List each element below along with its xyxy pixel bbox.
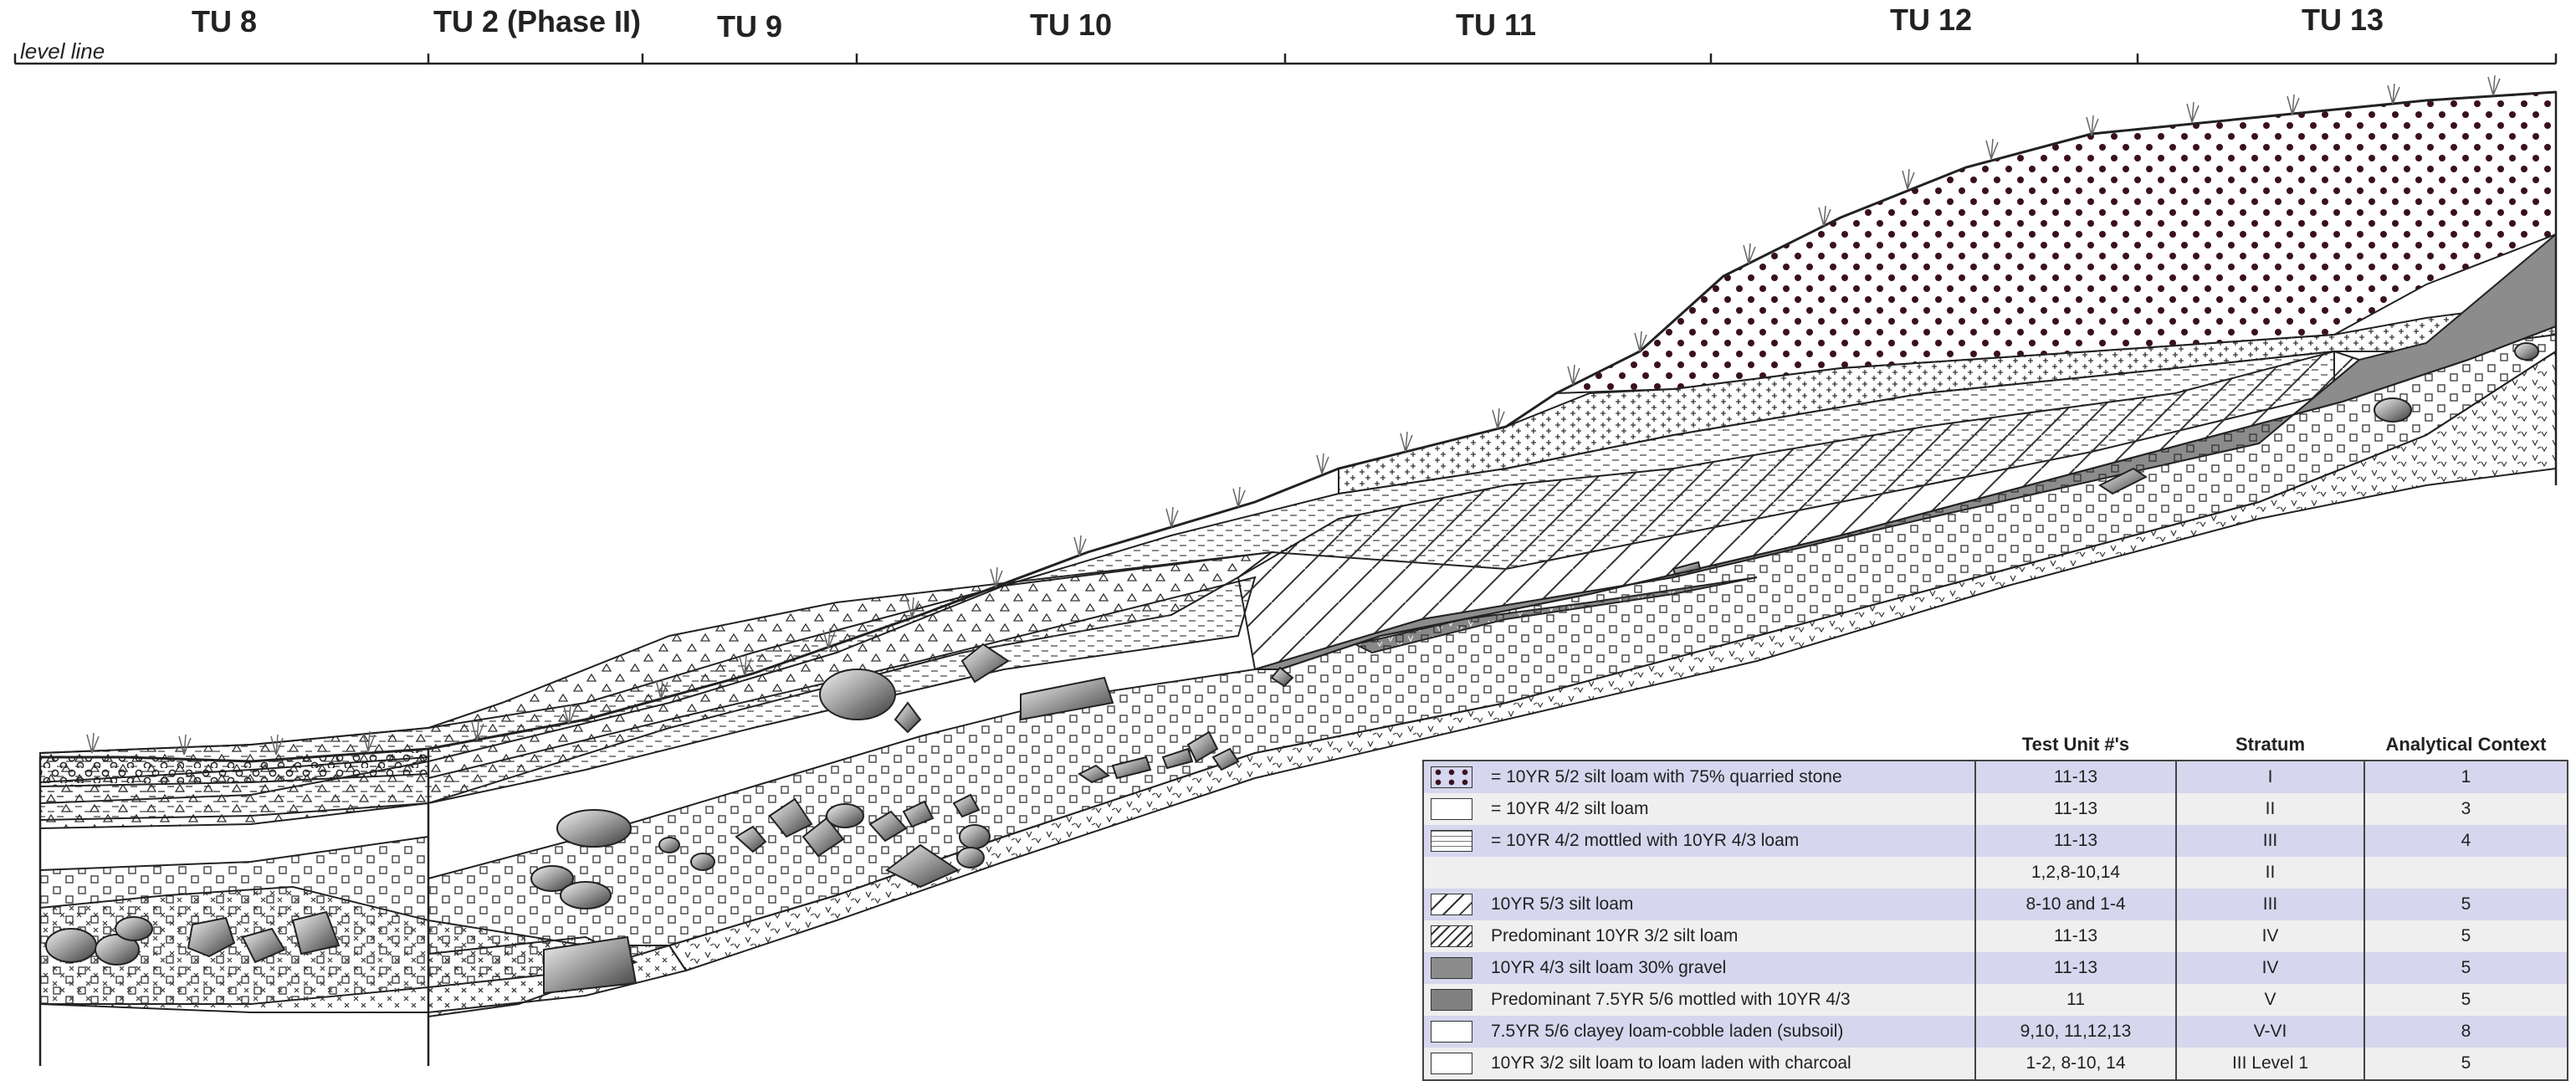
legend-description: Predominant 7.5YR 5/6 mottled with 10YR … — [1491, 990, 1851, 1009]
tu-label: TU 11 — [1456, 8, 1536, 42]
legend-stratum-cell: V-VI — [2176, 1016, 2365, 1048]
legend-description-cell: 10YR 5/3 silt loam — [1423, 889, 1976, 920]
legend-description-cell: = 10YR 5/2 silt loam with 75% quarried s… — [1423, 761, 1976, 793]
legend-units-cell: 11-13 — [1975, 793, 2177, 825]
tu-label: TU 10 — [1030, 8, 1112, 42]
legend-description-cell: Predominant 10YR 3/2 silt loam — [1423, 920, 1976, 952]
legend-context-cell: 4 — [2364, 825, 2568, 857]
legend-description: 10YR 5/3 silt loam — [1491, 894, 1634, 914]
legend-context-cell: 3 — [2364, 793, 2568, 825]
legend-units-cell: 11-13 — [1975, 761, 2177, 793]
legend-description-cell: = 10YR 4/2 mottled with 10YR 4/3 loam — [1423, 825, 1976, 857]
legend-row: = 10YR 5/2 silt loam with 75% quarried s… — [1423, 761, 2568, 793]
legend-description-cell: Predominant 7.5YR 5/6 mottled with 10YR … — [1423, 984, 1976, 1016]
legend-stratum-cell: IV — [2176, 920, 2365, 952]
legend-context-cell: 1 — [2364, 761, 2568, 793]
legend-description: 10YR 3/2 silt loam to loam laden with ch… — [1491, 1053, 1851, 1073]
dash-icon — [1431, 830, 1472, 852]
gray-fill-icon — [1431, 957, 1472, 979]
legend-stratum-cell: III — [2176, 889, 2365, 920]
legend-units-cell: 11-13 — [1975, 920, 2177, 952]
legend-stratum-cell: III Level 1 — [2176, 1048, 2365, 1080]
legend-context-cell: 8 — [2364, 1016, 2568, 1048]
legend-stratum-cell: V — [2176, 984, 2365, 1016]
legend-table: Test Unit #'s Stratum Analytical Context… — [1422, 730, 2568, 1081]
v-pattern-icon — [1431, 1021, 1472, 1043]
legend-units-cell: 8-10 and 1-4 — [1975, 889, 2177, 920]
plus-icon — [1431, 798, 1472, 820]
level-line-label: level line — [20, 38, 105, 64]
legend-row: Predominant 7.5YR 5/6 mottled with 10YR … — [1423, 984, 2568, 1016]
legend-row: = 10YR 4/2 mottled with 10YR 4/3 loam 11-… — [1423, 825, 2568, 857]
strata — [38, 90, 2558, 1066]
legend-description-cell: 10YR 3/2 silt loam to loam laden with ch… — [1423, 1048, 1976, 1080]
triangle-icon — [1431, 1053, 1472, 1074]
legend-units-cell: 11-13 — [1975, 825, 2177, 857]
legend-description-cell: = 10YR 4/2 silt loam — [1423, 793, 1976, 825]
tu-label: TU 8 — [192, 4, 257, 38]
cobble-stones — [45, 342, 2539, 995]
legend-context-cell: 5 — [2364, 1048, 2568, 1080]
legend-header-context: Analytical Context — [2385, 734, 2547, 755]
legend-units-cell: 1-2, 8-10, 14 — [1975, 1048, 2177, 1080]
legend-units-cell: 9,10, 11,12,13 — [1975, 1016, 2177, 1048]
legend-stratum-cell: II — [2176, 857, 2365, 889]
legend-stratum-cell: IV — [2176, 952, 2365, 984]
tu-label: TU 2 (Phase II) — [433, 4, 641, 38]
legend-header-units: Test Unit #'s — [2021, 734, 2130, 755]
tu-label: TU 12 — [1890, 3, 1972, 37]
legend-description: = 10YR 4/2 silt loam — [1491, 799, 1649, 818]
legend-description: = 10YR 5/2 silt loam with 75% quarried s… — [1491, 767, 1842, 786]
legend-context-cell: 5 — [2364, 952, 2568, 984]
legend-context-cell: 5 — [2364, 920, 2568, 952]
legend-stratum-cell: III — [2176, 825, 2365, 857]
legend-context-cell — [2364, 857, 2568, 889]
legend-context-cell: 5 — [2364, 889, 2568, 920]
legend-header-stratum: Stratum — [2235, 734, 2306, 755]
legend-units-cell: 11-13 — [1975, 952, 2177, 984]
sparse-hatch-icon — [1431, 894, 1472, 915]
legend-description-cell: 7.5YR 5/6 clayey loam-cobble laden (subs… — [1423, 1016, 1976, 1048]
diagonal-hatch-icon — [1431, 925, 1472, 947]
legend-description: 7.5YR 5/6 clayey loam-cobble laden (subs… — [1491, 1022, 1844, 1041]
legend-stratum-cell: II — [2176, 793, 2365, 825]
legend-description: 10YR 4/3 silt loam 30% gravel — [1491, 958, 1727, 977]
level-line — [13, 54, 2558, 65]
legend-header-description — [1423, 730, 1975, 761]
legend-row: 10YR 3/2 silt loam to loam laden with ch… — [1423, 1048, 2568, 1080]
dots-icon — [1431, 766, 1472, 788]
legend-context-cell: 5 — [2364, 984, 2568, 1016]
legend-units-cell: 1,2,8-10,14 — [1975, 857, 2177, 889]
legend-description-cell: 10YR 4/3 silt loam 30% gravel — [1423, 952, 1976, 984]
legend-description: = 10YR 4/2 mottled with 10YR 4/3 loam — [1491, 831, 1800, 850]
grass-tufts — [86, 74, 2501, 756]
legend-stratum-cell: I — [2176, 761, 2365, 793]
dark-mottled-icon — [1431, 989, 1472, 1011]
legend-description: Predominant 10YR 3/2 silt loam — [1491, 926, 1739, 945]
legend-row: 7.5YR 5/6 clayey loam-cobble laden (subs… — [1423, 1016, 2568, 1048]
legend-description-cell — [1423, 857, 1976, 889]
legend-units-cell: 11 — [1975, 984, 2177, 1016]
tu-label: TU 9 — [717, 9, 782, 44]
tu-label: TU 13 — [2302, 3, 2384, 37]
